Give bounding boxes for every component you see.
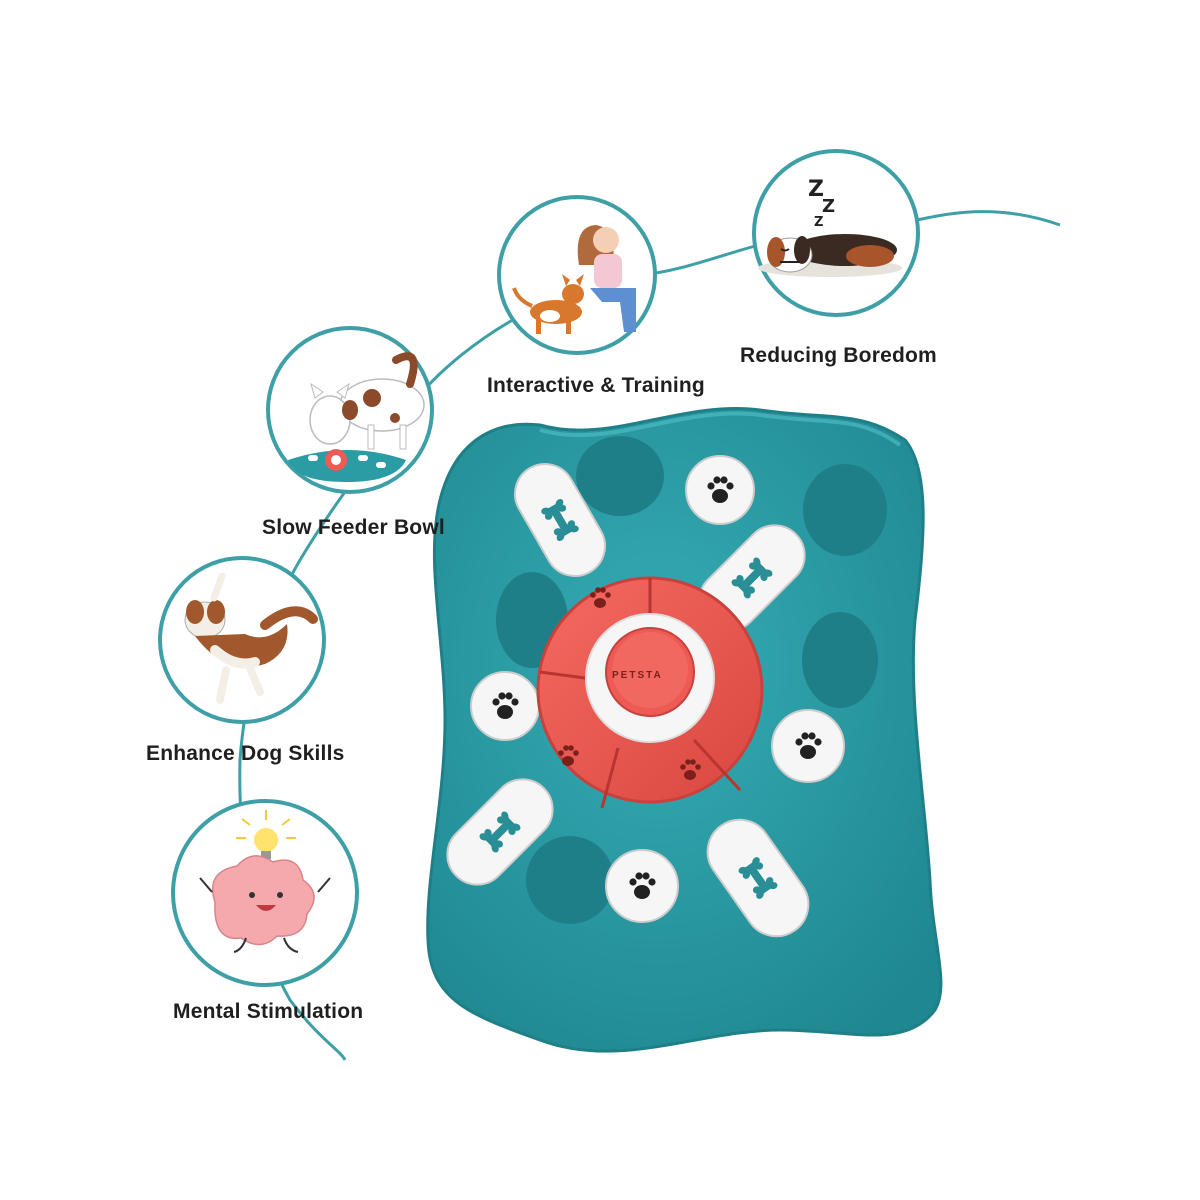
feature-circle-reducing-boredom: Z Z Z — [752, 149, 920, 317]
jumping-dog-icon — [184, 572, 318, 704]
svg-text:Z: Z — [808, 177, 824, 202]
label-interactive-training: Interactive & Training — [487, 374, 705, 397]
label-slow-feeder-bowl: Slow Feeder Bowl — [262, 516, 445, 539]
dog-puzzle-feeder-icon — [426, 407, 943, 1053]
sleeping-dog-icon: Z Z Z — [758, 177, 902, 277]
feature-circle-mental-stimulation — [171, 799, 359, 987]
product-brand-logo: PETSTA — [612, 670, 663, 681]
svg-text:Z: Z — [822, 196, 835, 217]
label-enhance-dog-skills: Enhance Dog Skills — [146, 742, 345, 765]
woman-with-dog-icon — [512, 225, 636, 334]
feature-circle-enhance-dog-skills — [158, 556, 326, 724]
label-reducing-boredom: Reducing Boredom — [740, 344, 937, 367]
feature-circle-interactive-training — [497, 195, 657, 355]
label-mental-stimulation: Mental Stimulation — [173, 1000, 364, 1023]
dog-eating-puzzle-icon — [288, 352, 425, 482]
svg-text:Z: Z — [814, 215, 823, 230]
happy-brain-lightbulb-icon — [199, 810, 331, 953]
feature-circle-slow-feeder-bowl — [266, 326, 434, 494]
